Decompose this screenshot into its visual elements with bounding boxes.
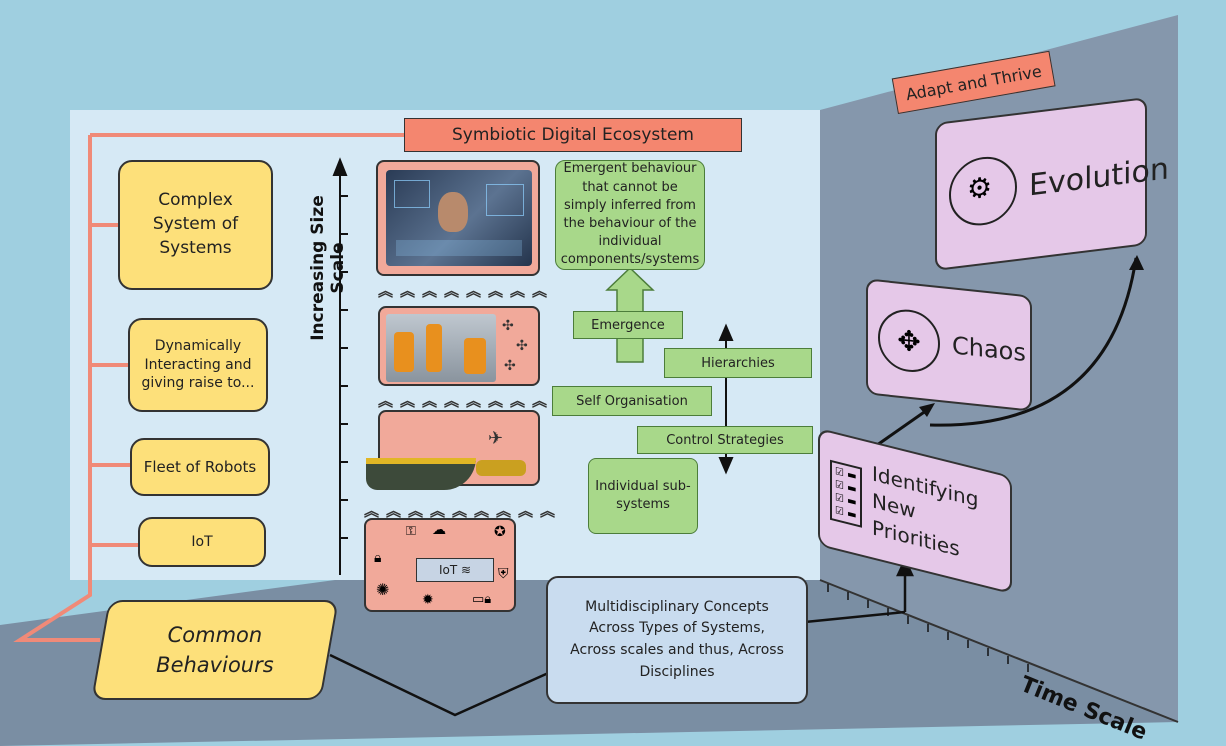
laptop-lock-icon: ▭🔒︎ <box>472 592 492 607</box>
compass-icon: ✥ <box>878 306 940 376</box>
drone-icon: ✣ <box>504 358 516 374</box>
individual-subsystems-box: Individual sub-systems <box>588 458 698 534</box>
self-organisation-box: Self Organisation <box>552 386 712 416</box>
key-icon: ⚿ <box>406 524 416 539</box>
chevrons-2: ︽︽︽︽︽︽︽︽ <box>378 392 555 410</box>
factory-panel: ✣ ✣ ✣ <box>378 306 540 386</box>
size-axis <box>332 157 348 575</box>
network-icon: ✺ <box>376 580 390 599</box>
size-axis-label: Increasing Size Scale <box>308 195 348 341</box>
digital-human-panel <box>376 160 540 276</box>
chaos-box: ✥ Chaos <box>866 278 1032 412</box>
multidisciplinary-box: Multidisciplinary Concepts Across Types … <box>546 576 808 704</box>
chevrons-3: ︽︽︽︽︽︽︽︽︽ <box>364 502 563 520</box>
wifi-icon: ≋ <box>460 563 472 577</box>
chaos-label: Chaos <box>952 331 1026 368</box>
virus-icon: ✹ <box>422 592 434 608</box>
fleet-of-robots-box: Fleet of Robots <box>130 438 270 496</box>
iot-center-label: IoT <box>438 563 458 577</box>
drone-icon: ✣ <box>516 338 528 354</box>
evolution-box: ⚙ Evolution <box>935 96 1169 272</box>
drone-icon: ✣ <box>502 318 514 334</box>
factory-image <box>386 314 496 382</box>
left-connector-lines <box>13 133 405 642</box>
cloud-icon: ☁ <box>432 522 446 538</box>
common-behaviours-box: Common Behaviours <box>91 600 339 700</box>
chevrons-1: ︽︽︽︽︽︽︽︽ <box>378 282 555 300</box>
robot-fleet-panel: ✈ <box>366 410 540 490</box>
drone-icon: ✈ <box>488 428 504 449</box>
boat-robot <box>366 458 476 490</box>
priorities-label: Identifying New Priorities <box>872 460 979 561</box>
iot-box: IoT <box>138 517 266 567</box>
iot-center-box: IoT ≋ <box>416 558 494 582</box>
emergence-box: Emergence <box>573 311 683 339</box>
hierarchies-box: Hierarchies <box>664 348 812 378</box>
iot-panel: IoT ≋ 🔒︎ ⚿ ☁ ✪ ⛨ ✺ ✹ ▭🔒︎ <box>364 518 516 612</box>
complex-system-box: Complex System of Systems <box>118 160 273 290</box>
shield-icon: ⛨ <box>498 566 509 582</box>
check-badge-icon: ✪ <box>494 524 506 540</box>
checklist-icon: ☑ ▬☑ ▬☑ ▬☑ ▬ <box>830 459 862 528</box>
digital-screen-image <box>386 170 532 266</box>
symbiotic-banner: Symbiotic Digital Ecosystem <box>404 118 742 152</box>
evolution-icon: ⚙ <box>949 152 1017 230</box>
emergent-behaviour-box: Emergent behaviour that cannot be simply… <box>555 160 705 270</box>
common-behaviours-label: Common Behaviours <box>156 622 274 677</box>
face-shape <box>438 192 468 232</box>
dynamic-interaction-box: Dynamically Interacting and giving raise… <box>128 318 268 412</box>
control-strategies-box: Control Strategies <box>637 426 813 454</box>
dog-robot <box>476 460 526 476</box>
lock-icon: 🔒︎ <box>374 550 382 566</box>
